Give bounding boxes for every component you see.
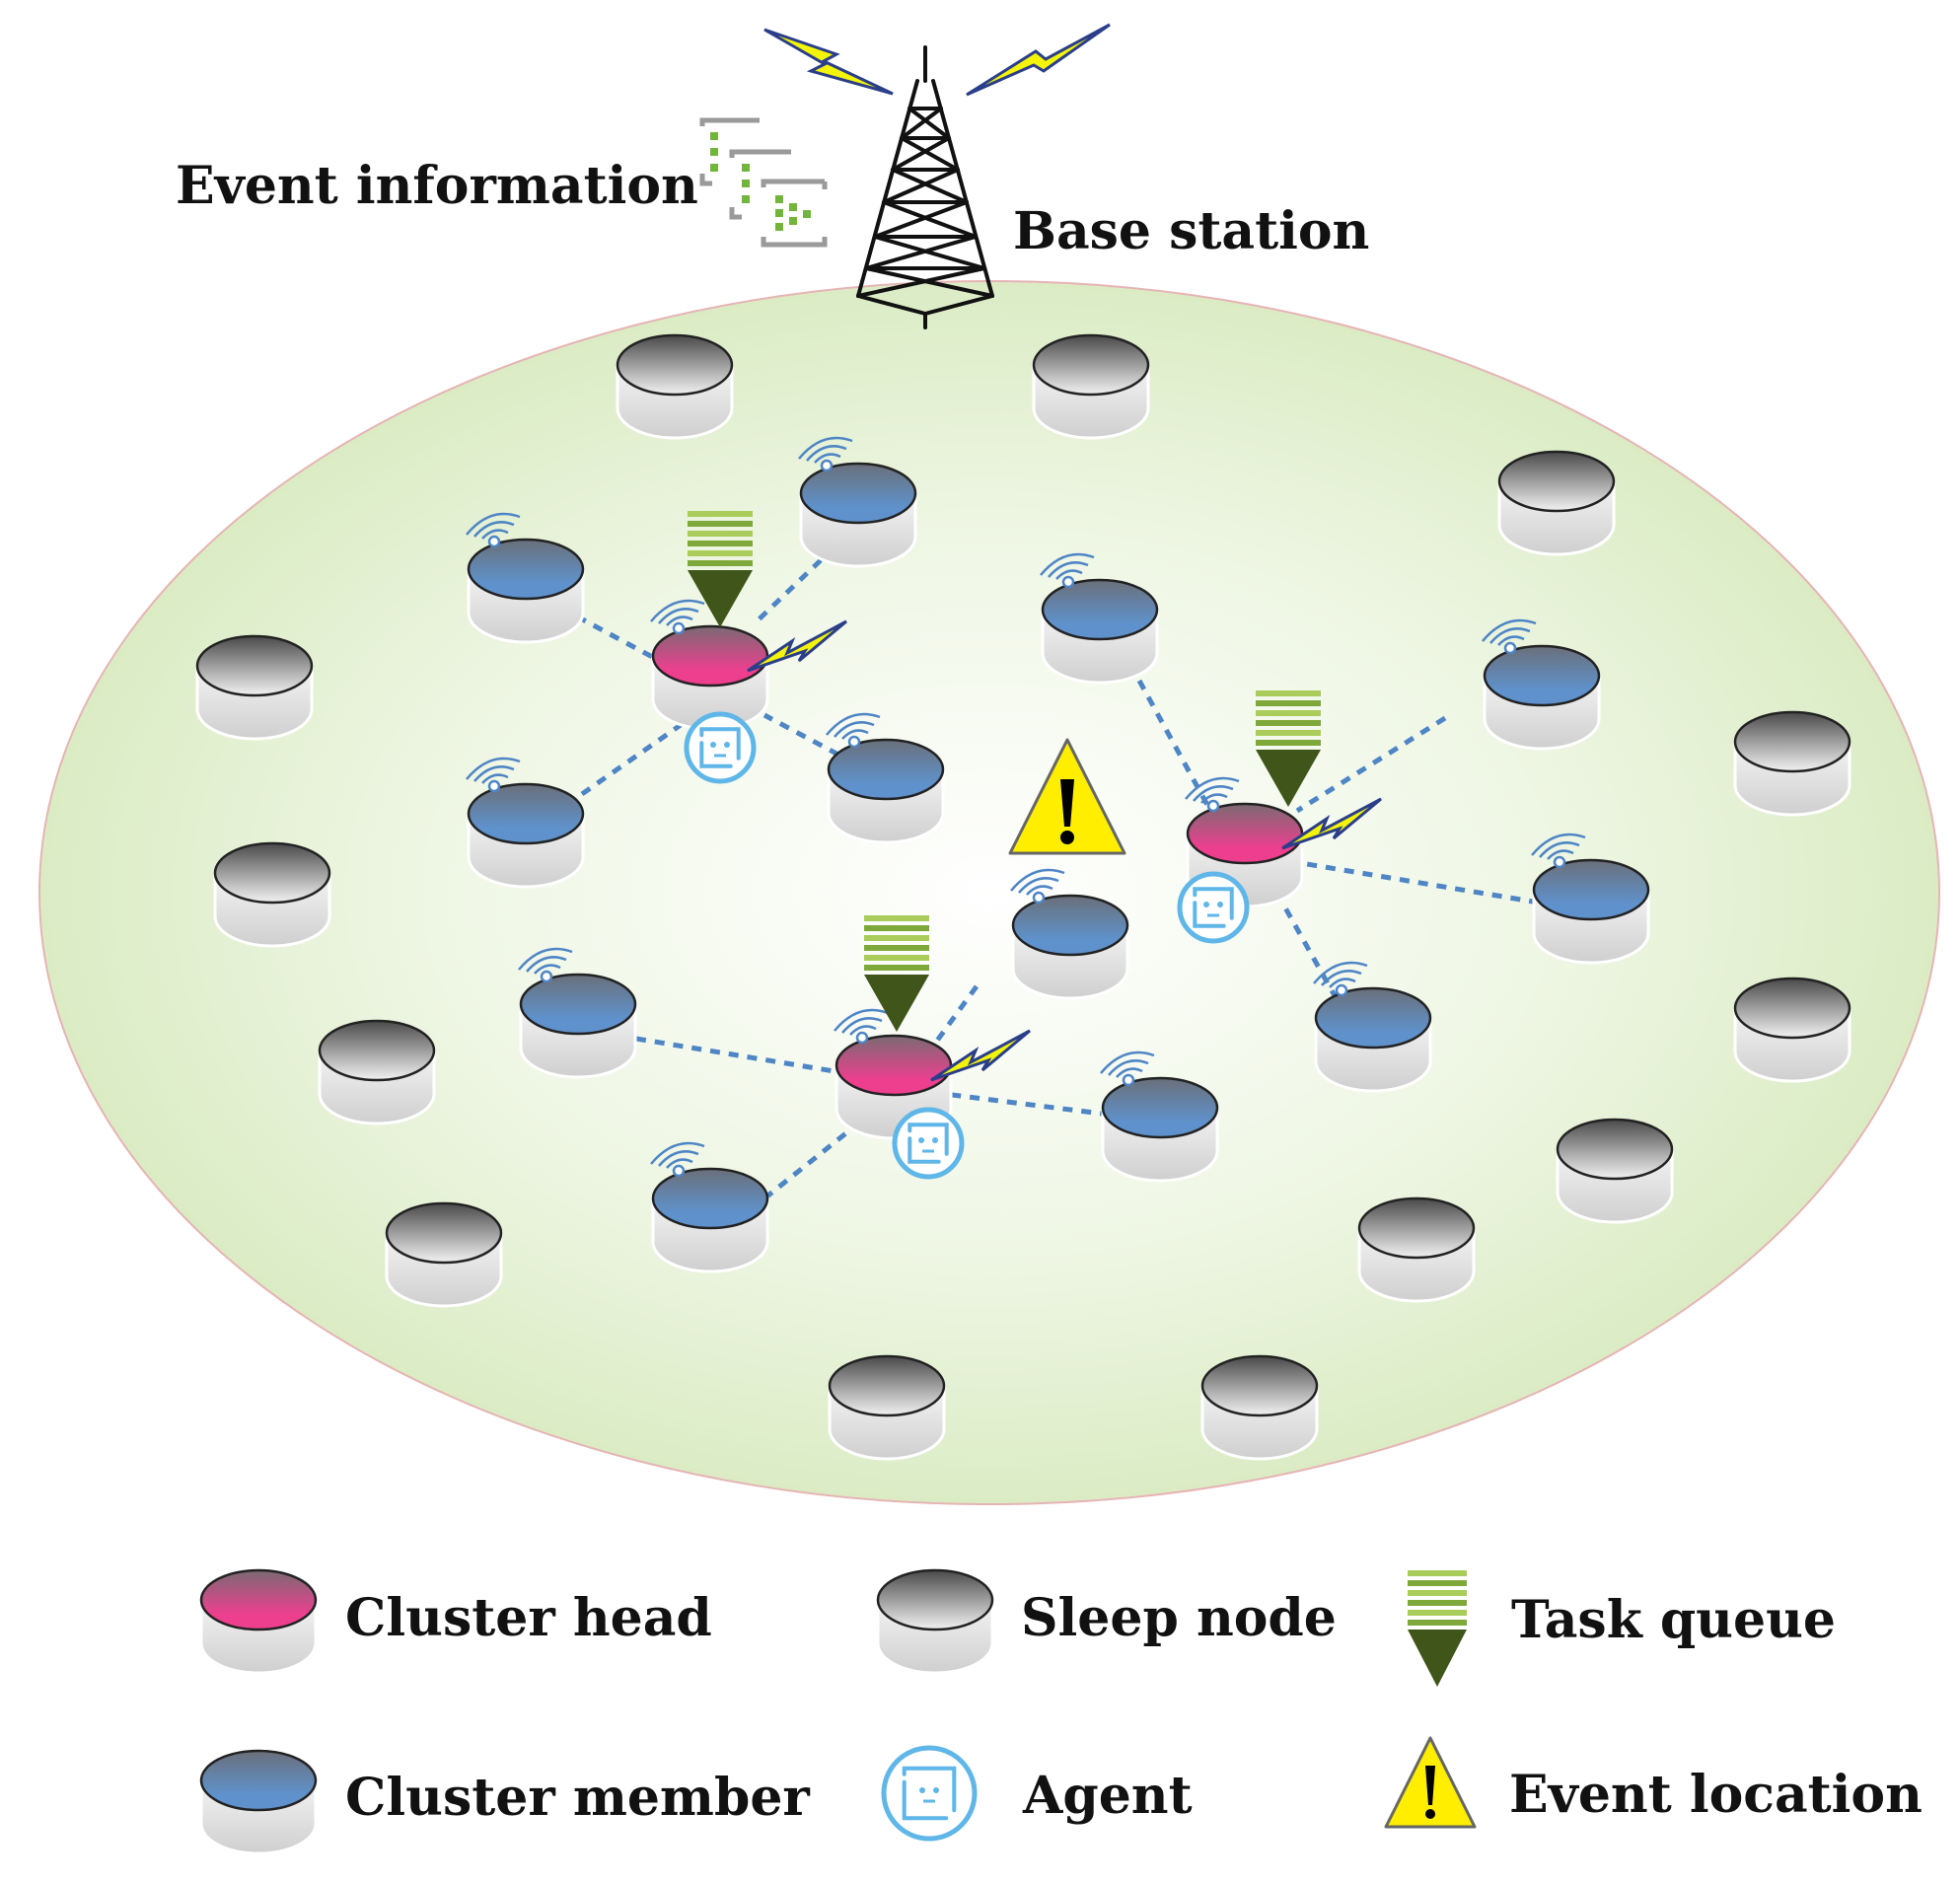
agent-icon [1177,871,1250,944]
wifi-signal-icon [650,599,705,635]
warning-icon [1384,1736,1477,1829]
legend-event-location-label: Event location [1509,1765,1923,1825]
legend-symbols [199,1568,1467,1855]
cluster-member [799,462,917,568]
agent-icon [881,1745,978,1842]
agent-icon [892,1107,965,1180]
wifi-signal-icon [650,1141,705,1178]
wifi-signal-icon [518,947,573,983]
wifi-signal-icon [1531,833,1586,869]
wifi-signal-icon [826,712,881,749]
legend-cluster-head-label: Cluster head [345,1588,712,1648]
wifi-signal-icon [1313,961,1368,997]
sleep-node [1497,450,1616,556]
cluster-member [1532,858,1650,965]
cluster-member [467,782,585,889]
cluster-member [1314,986,1432,1093]
sleep-node [195,634,314,741]
sleep-node [213,841,331,948]
wifi-signal-icon [1482,618,1537,655]
wifi-signal-icon [798,436,853,472]
legend-agent-label: Agent [1022,1766,1193,1826]
sleep-node [1733,977,1851,1083]
wifi-signal-icon [466,757,521,793]
node-layer [195,333,1851,1461]
task-queue-icon [688,511,753,627]
lightning-icon [747,619,847,673]
event-information-label: Event information [176,156,698,216]
task-queue-icon [1408,1570,1467,1687]
cluster-member [1041,578,1159,685]
lightning-icon [930,1029,1031,1082]
legend-sleep-node-symbol [876,1568,994,1675]
sleep-node [616,333,734,440]
sleep-node [1357,1196,1476,1303]
sleep-node [1200,1354,1319,1461]
base-station-tower-icon [856,45,994,329]
sleep-node [1556,1118,1674,1224]
cluster-member [467,538,585,644]
event-information-icon [699,117,828,248]
legend-task-queue-label: Task queue [1511,1590,1836,1650]
cluster-member [1101,1076,1219,1183]
cluster-member [519,973,637,1079]
task-queue-icon [1256,690,1321,807]
cluster-member [827,738,945,844]
lightning-icon [763,23,1111,97]
sleep-node [318,1019,436,1125]
legend: Cluster head Sleep node Task queue Clust… [199,1568,1923,1855]
wifi-signal-icon [1100,1051,1155,1087]
task-queue-icon [864,915,929,1032]
wifi-signal-icon [1185,776,1240,813]
legend-cluster-member-symbol [199,1749,318,1855]
cluster-head [651,624,769,731]
sleep-node [1733,710,1851,817]
wifi-signal-icon [1040,552,1095,589]
sleep-node [1032,333,1150,440]
legend-cluster-member-label: Cluster member [345,1768,810,1828]
wifi-signal-icon [466,512,521,548]
sleep-node [828,1354,946,1461]
legend-cluster-head-symbol [199,1568,318,1675]
sleep-node [385,1201,503,1308]
agent-icon [684,711,757,784]
event-location-marker [1008,738,1126,855]
wifi-signal-icon [834,1008,889,1045]
legend-sleep-node-label: Sleep node [1021,1588,1337,1648]
cluster-member [1011,894,1129,1000]
lightning-icon [1281,797,1382,850]
cluster-member [651,1167,769,1273]
cluster-member [1483,644,1601,751]
wifi-signal-icon [1010,868,1065,905]
base-station-label: Base station [1013,201,1369,261]
cluster-links [575,558,1540,1200]
